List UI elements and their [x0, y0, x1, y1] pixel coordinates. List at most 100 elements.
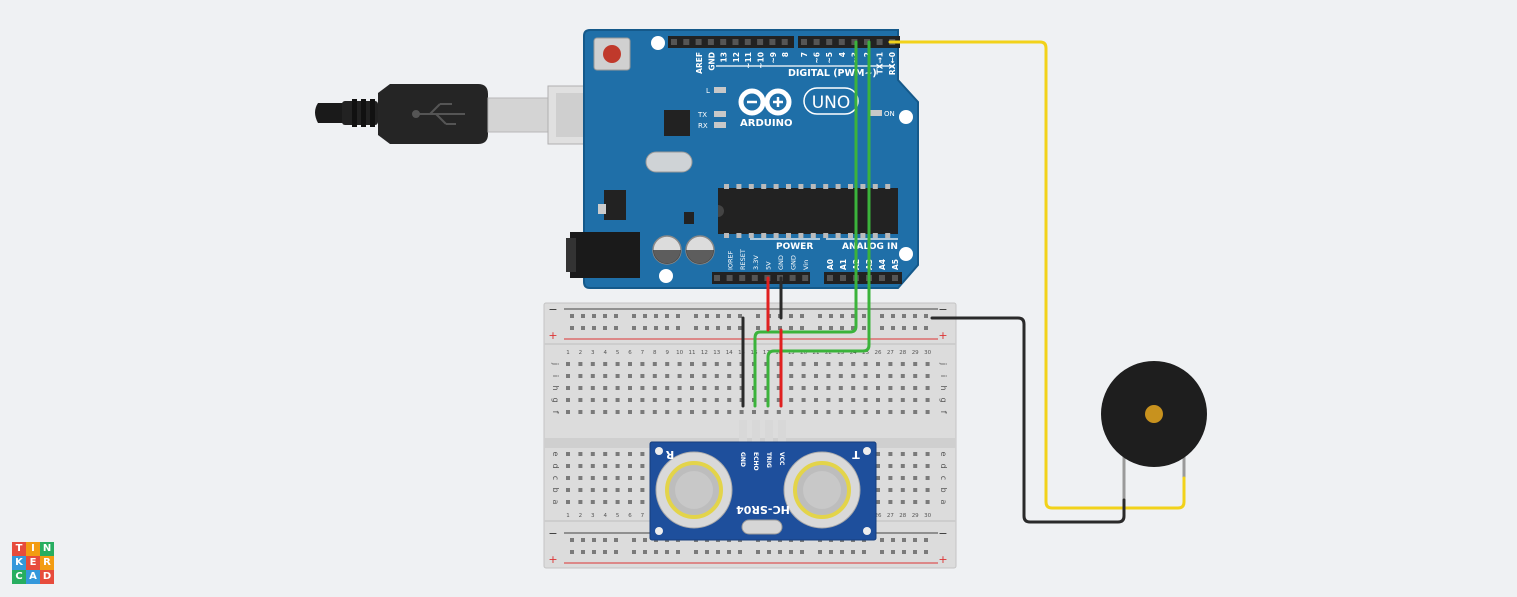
- breadboard-hole: [876, 452, 880, 456]
- breadboard-hole: [876, 398, 880, 402]
- analog-pin-label: A4: [878, 259, 887, 270]
- power-jack-tip: [566, 238, 576, 272]
- wire-green-echo[interactable]: [753, 40, 858, 408]
- rail-hole: [581, 314, 585, 318]
- breadboard-hole: [913, 452, 918, 456]
- breadboard-hole: [652, 398, 657, 402]
- wire-green-trig[interactable]: [766, 40, 871, 408]
- header-pin: [683, 39, 690, 45]
- rail-hole: [654, 326, 658, 330]
- breadboard-hole: [863, 386, 868, 390]
- breadboard-hole: [665, 362, 670, 366]
- logo-letter: R: [40, 556, 54, 570]
- chip-leg: [885, 233, 891, 238]
- power-pin-label: 3.3V: [752, 255, 760, 270]
- breadboard-hole: [776, 410, 781, 414]
- header-pin: [751, 275, 758, 281]
- rail-hole: [592, 550, 596, 554]
- piezo-buzzer[interactable]: [1101, 361, 1207, 500]
- arduino-brand: ARDUINO: [740, 118, 792, 129]
- breadboard-hole: [590, 464, 595, 468]
- breadboard-hole: [900, 464, 905, 468]
- wire-yellow-d3-buzzer[interactable]: [888, 40, 1186, 510]
- column-number: 30: [924, 513, 931, 519]
- row-letter: e: [939, 452, 948, 457]
- uno-model: UNO: [812, 93, 851, 113]
- breadboard-hole: [677, 386, 682, 390]
- rail-hole: [665, 550, 669, 554]
- breadboard-hole: [925, 398, 930, 402]
- rail-hole: [614, 550, 618, 554]
- rail-hole: [840, 314, 844, 318]
- rail-hole: [654, 314, 658, 318]
- breadboard-hole: [776, 374, 781, 378]
- breadboard-hole: [690, 410, 694, 414]
- rail-hole: [913, 314, 917, 318]
- breadboard-hole: [913, 476, 918, 480]
- breadboard-hole: [640, 488, 645, 492]
- breadboard-hole: [590, 374, 595, 378]
- rail-hole: [891, 538, 895, 542]
- rail-hole: [716, 550, 720, 554]
- chip-leg: [724, 184, 729, 189]
- breadboard-hole: [925, 500, 930, 504]
- rail-hole: [570, 326, 574, 330]
- breadboard-hole: [900, 362, 905, 366]
- logo-letter: T: [12, 542, 26, 556]
- breadboard-hole: [863, 410, 868, 414]
- wire-black-gnd-buzzer[interactable]: [930, 316, 1126, 524]
- header-pin: [876, 39, 883, 45]
- breadboard-hole: [913, 500, 918, 504]
- header-pin: [892, 275, 898, 281]
- rail-hole: [880, 550, 884, 554]
- chip-leg: [736, 233, 742, 238]
- header-pin: [864, 39, 870, 45]
- breadboard-hole: [566, 398, 570, 402]
- rail-hole: [789, 550, 793, 554]
- chip-leg: [848, 233, 853, 238]
- breadboard-hole: [801, 386, 806, 390]
- breadboard-hole: [888, 476, 893, 480]
- breadboard-hole: [776, 398, 781, 402]
- rail-hole: [829, 550, 833, 554]
- breadboard-hole: [764, 398, 769, 402]
- mount-hole: [863, 447, 871, 455]
- breadboard-hole: [876, 386, 880, 390]
- rail-hole: [891, 326, 895, 330]
- column-number: 8: [653, 350, 657, 356]
- breadboard-hole: [876, 410, 880, 414]
- breadboard-hole: [590, 452, 595, 456]
- rail-hole: [902, 550, 906, 554]
- led-tx-label: TX: [697, 111, 707, 119]
- mount-hole: [655, 447, 663, 455]
- breadboard-hole: [789, 374, 794, 378]
- chip-leg: [786, 184, 791, 189]
- header-pin: [695, 39, 702, 45]
- breadboard-hole: [590, 500, 595, 504]
- chip-leg: [823, 184, 829, 189]
- rail-hole: [570, 538, 574, 542]
- header-pin: [813, 39, 820, 45]
- column-number: 28: [899, 350, 906, 356]
- rail-hole: [891, 550, 895, 554]
- rail-hole: [818, 314, 822, 318]
- column-number: 3: [591, 513, 595, 519]
- header-pin: [851, 39, 858, 45]
- column-number: 29: [912, 513, 919, 519]
- breadboard-hole: [628, 452, 632, 456]
- header-pin: [732, 39, 739, 45]
- breadboard-hole: [702, 386, 707, 390]
- column-number: 22: [825, 350, 832, 356]
- reset-button[interactable]: [593, 37, 631, 71]
- power-jack[interactable]: [570, 232, 640, 278]
- digital-pin-label: TX→1: [876, 52, 885, 74]
- breadboard-hole: [838, 362, 843, 366]
- breadboard-hole: [640, 410, 645, 414]
- breadboard-hole: [838, 398, 843, 402]
- rail-hole: [924, 550, 928, 554]
- breadboard-hole: [826, 398, 831, 402]
